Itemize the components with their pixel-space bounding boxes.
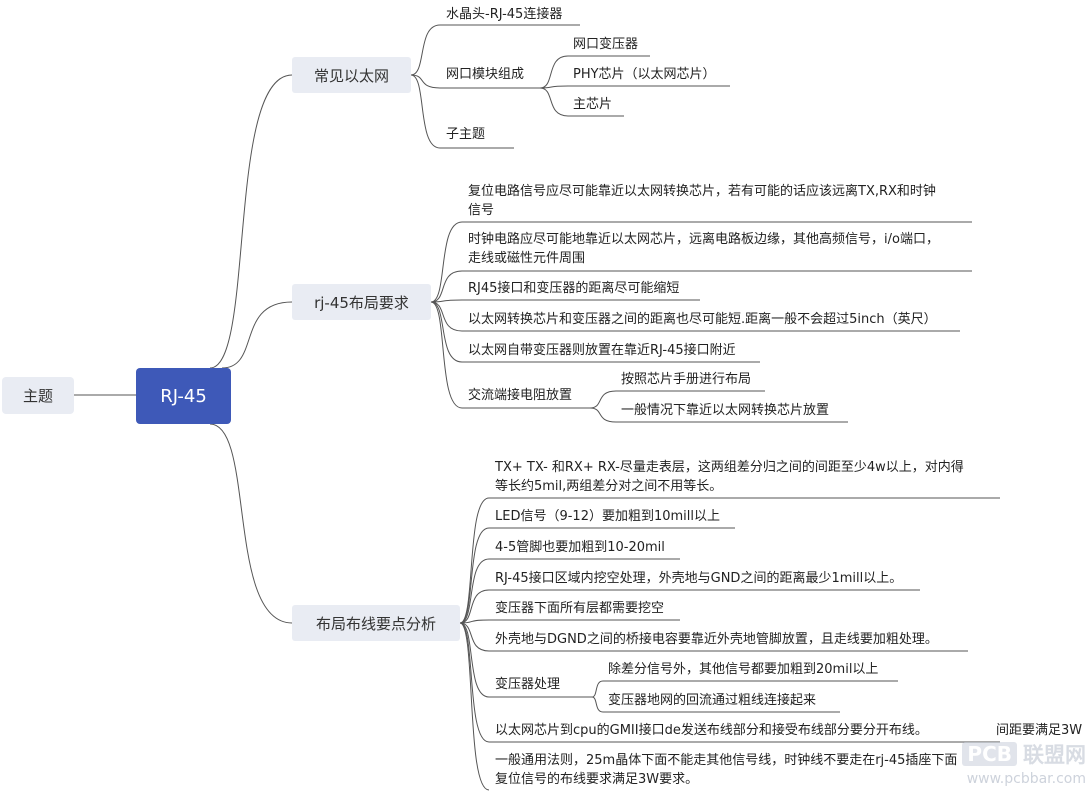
node-subtopic[interactable]: 子主题 bbox=[446, 127, 486, 142]
child-connector bbox=[410, 24, 441, 76]
text-line: TX+ TX- 和RX+ RX-尽量走表层，这两组差分归之间的间距至少4w以上，… bbox=[495, 460, 964, 475]
text-line: 一般通用法则，25m晶体下面不能走其他信号线，时钟线不要走在rj-45插座下面 bbox=[495, 753, 958, 768]
child-connector bbox=[539, 85, 569, 89]
branch-connector bbox=[209, 423, 293, 624]
child-connector bbox=[430, 221, 463, 303]
child-connector bbox=[430, 299, 463, 303]
branch-connector bbox=[221, 301, 293, 369]
node-gmii-tail: 间距要满足3W bbox=[996, 723, 1083, 738]
text-line: 走线或磁性元件周围 bbox=[468, 251, 586, 266]
central-topic[interactable]: RJ-45 bbox=[136, 368, 231, 424]
branch-label: rj-45布局要求 bbox=[314, 293, 409, 312]
node-module-composition[interactable]: 网口模块组成 bbox=[446, 67, 525, 82]
branch-rj45-layout[interactable]: rj-45布局要求 bbox=[292, 284, 431, 320]
node-reset-circuit[interactable]: 复位电路信号应尽可能靠近以太网转换芯片，若有可能的话应该远离TX,RX和时钟信号 bbox=[468, 182, 936, 220]
node-crystal-head[interactable]: 水晶头-RJ-45连接器 bbox=[446, 7, 563, 22]
node-transformer[interactable]: 网口变压器 bbox=[573, 37, 639, 52]
child-connector bbox=[459, 497, 490, 624]
node-diff-pairs[interactable]: TX+ TX- 和RX+ RX-尽量走表层，这两组差分归之间的间距至少4w以上，… bbox=[495, 458, 964, 496]
node-ground-return[interactable]: 变压器地网的回流通过粗线连接起来 bbox=[608, 693, 817, 708]
branch-connector bbox=[209, 74, 293, 369]
child-connector bbox=[459, 622, 490, 743]
node-main-chip[interactable]: 主芯片 bbox=[573, 97, 613, 112]
node-chip-transformer-distance[interactable]: 以太网转换芯片和变压器之间的距离也尽可能短.距离一般不会超过5inch（英尺） bbox=[468, 312, 937, 327]
node-termination-resistor[interactable]: 交流端接电阻放置 bbox=[468, 388, 573, 403]
branch-common-ethernet[interactable]: 常见以太网 bbox=[292, 57, 411, 93]
child-connector bbox=[459, 558, 490, 624]
node-phy-chip[interactable]: PHY芯片（以太网芯片） bbox=[573, 67, 716, 82]
central-topic-label: RJ-45 bbox=[160, 385, 207, 407]
child-connector bbox=[430, 270, 463, 303]
node-clock-circuit[interactable]: 时钟电路应尽可能地靠近以太网芯片，远离电路板边缘，其他高频信号，i/o端口， 走线… bbox=[468, 230, 939, 268]
node-transformer-handling[interactable]: 变压器处理 bbox=[495, 677, 561, 692]
child-connector bbox=[410, 74, 441, 149]
node-signal-widen[interactable]: 除差分信号外，其他信号都要加粗到20mil以上 bbox=[608, 662, 879, 677]
root-topic-label: 主题 bbox=[22, 387, 53, 405]
text-line: 时钟电路应尽可能地靠近以太网芯片，远离电路板边缘，其他高频信号，i/o端口， bbox=[468, 232, 939, 247]
node-pins-4-5[interactable]: 4-5管脚也要加粗到10-20mil bbox=[495, 540, 665, 555]
branch-routing-analysis[interactable]: 布局布线要点分析 bbox=[292, 605, 460, 641]
text-line: 复位信号的布线要求满足3W要求。 bbox=[495, 772, 699, 787]
child-connector bbox=[430, 301, 463, 363]
watermark: PCB 联盟网 bbox=[962, 739, 1086, 769]
node-datasheet-layout[interactable]: 按照芯片手册进行布局 bbox=[621, 372, 752, 387]
node-rj45-cutout[interactable]: RJ-45接口区域内挖空处理，外壳地与GND之间的距离最少1mill以上。 bbox=[495, 571, 903, 586]
node-builtin-transformer[interactable]: 以太网自带变压器则放置在靠近RJ-45接口附近 bbox=[468, 343, 736, 358]
child-connector bbox=[410, 74, 441, 89]
child-connector bbox=[459, 622, 490, 652]
node-general-rules[interactable]: 一般通用法则，25m晶体下面不能走其他信号线，时钟线不要走在rj-45插座下面复… bbox=[495, 751, 957, 789]
child-connector bbox=[539, 55, 569, 89]
node-near-chip[interactable]: 一般情况下靠近以太网转换芯片放置 bbox=[621, 403, 830, 418]
node-transformer-cutout[interactable]: 变压器下面所有层都需要挖空 bbox=[495, 601, 665, 616]
text-line: 复位电路信号应尽可能靠近以太网转换芯片，若有可能的话应该远离TX,RX和时钟 bbox=[468, 184, 936, 199]
node-rj45-distance[interactable]: RJ45接口和变压器的距离尽可能缩短 bbox=[468, 281, 680, 296]
text-line: 等长约5mil,两组差分对之间不用等长。 bbox=[495, 479, 723, 494]
node-led-signal[interactable]: LED信号（9-12）要加粗到10mill以上 bbox=[495, 509, 721, 524]
child-connector bbox=[430, 301, 463, 409]
child-connector bbox=[459, 622, 490, 698]
child-connector bbox=[459, 619, 490, 624]
branch-label: 布局布线要点分析 bbox=[315, 614, 436, 633]
node-gmii-routing[interactable]: 以太网芯片到cpu的GMII接口de发送布线部分和接受布线部分要分开布线。 bbox=[495, 723, 928, 738]
child-connector bbox=[539, 87, 569, 117]
child-connector bbox=[459, 622, 490, 791]
node-bridge-capacitor[interactable]: 外壳地与DGND之间的桥接电容要靠近外壳地管脚放置，且走线要加粗处理。 bbox=[495, 632, 938, 647]
child-connector bbox=[459, 527, 490, 624]
text-line: 信号 bbox=[468, 203, 495, 218]
branch-label: 常见以太网 bbox=[313, 66, 389, 85]
watermark-text: 联盟网 bbox=[1023, 743, 1086, 767]
child-connector bbox=[459, 589, 490, 624]
root-topic[interactable]: 主题 bbox=[2, 377, 74, 414]
child-connector bbox=[591, 696, 604, 713]
watermark-badge: PCB bbox=[962, 742, 1017, 766]
child-connector bbox=[591, 680, 604, 698]
child-connector bbox=[589, 407, 617, 423]
watermark-url: www.pcbbar.com bbox=[966, 771, 1086, 787]
child-connector bbox=[589, 390, 617, 409]
